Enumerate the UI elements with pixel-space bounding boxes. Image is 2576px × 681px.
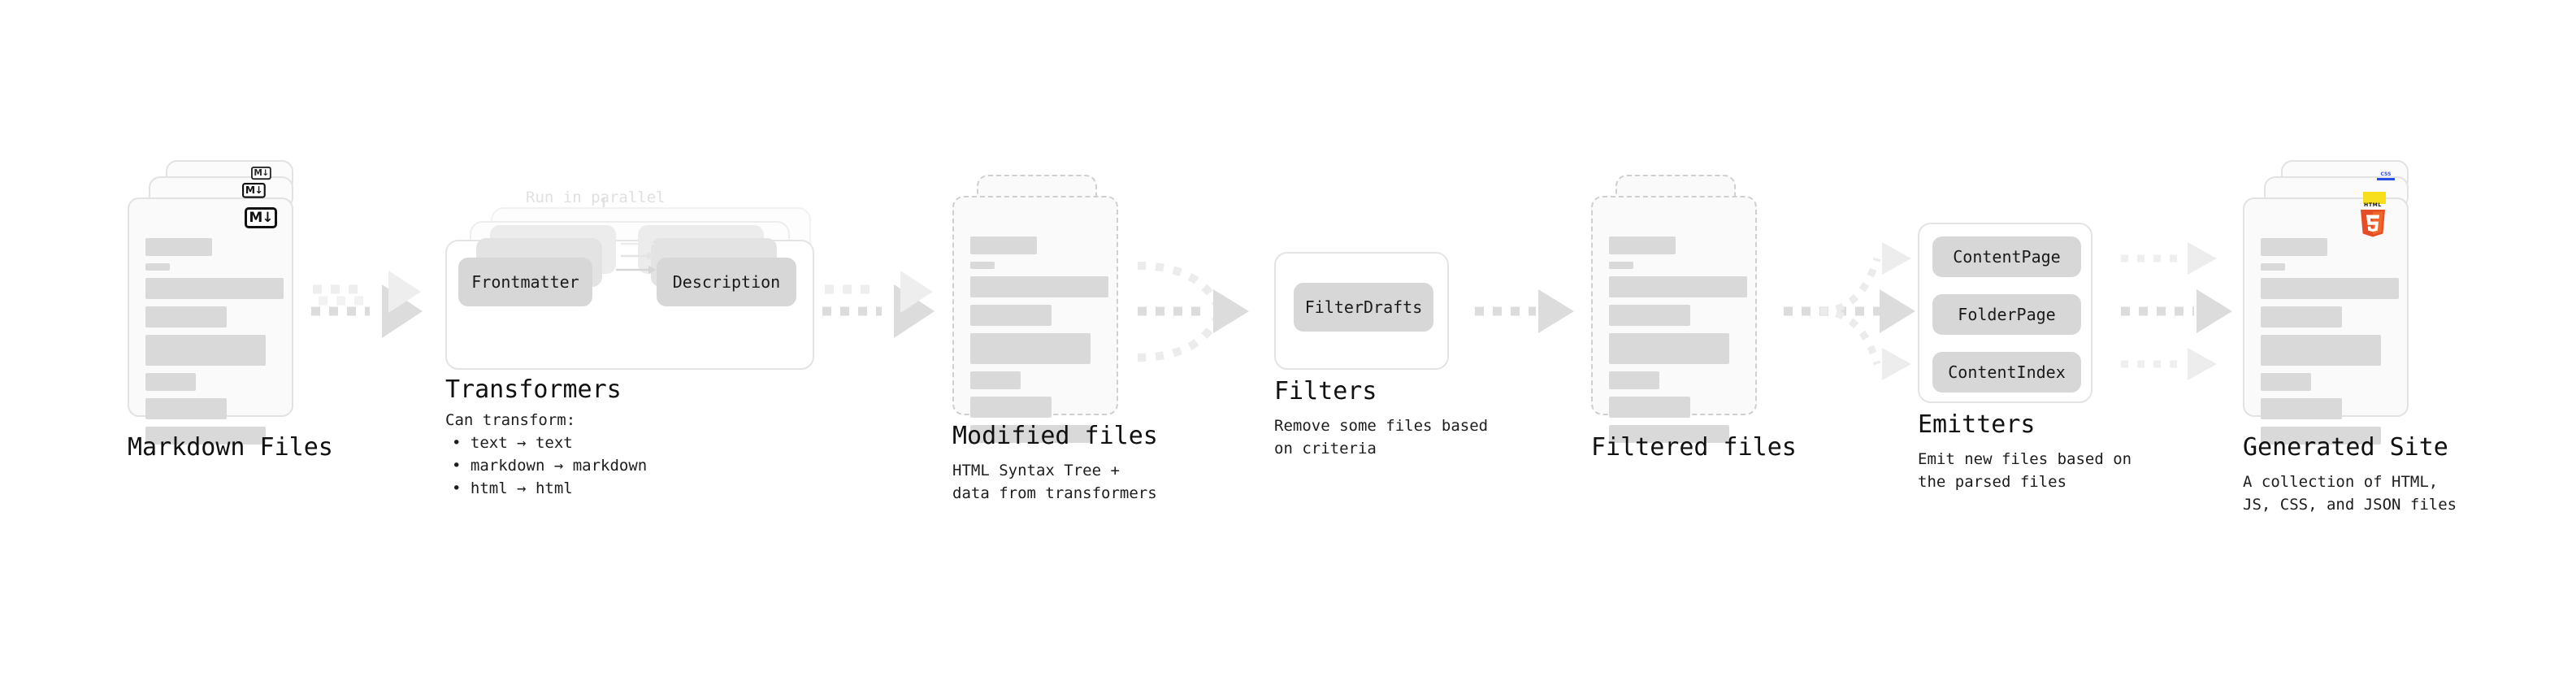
modified-files-description: HTML Syntax Tree + data from transformer… xyxy=(952,462,1157,502)
site-sheet-front xyxy=(2243,197,2409,445)
svg-text:HTML: HTML xyxy=(2364,202,2382,208)
chip-filterdrafts[interactable]: FilterDrafts xyxy=(1294,283,1433,332)
emitters-description: Emit new files based on the parsed files xyxy=(1918,450,2132,491)
html5-icon: HTML xyxy=(2357,201,2389,238)
modified-sheet-front xyxy=(952,196,1118,443)
markdown-icon-mid: M↓ xyxy=(242,183,266,198)
markdown-sheet-front xyxy=(128,197,293,445)
stage-title-filters: Filters xyxy=(1274,377,1377,406)
generated-site-description: A collection of HTML, JS, CSS, and JSON … xyxy=(2243,473,2457,514)
connector-emitters-to-site xyxy=(2121,242,2232,380)
site-card-bars xyxy=(2261,238,2399,452)
connector-filtered-to-emitters xyxy=(1784,242,1915,380)
transformers-description: Can transform: xyxy=(445,411,576,429)
transformer-bullet-0: • text → text xyxy=(452,434,573,452)
chip-contentindex[interactable]: ContentIndex xyxy=(1932,352,2081,393)
chip-frontmatter[interactable]: Frontmatter xyxy=(458,258,592,306)
transformers-box: Frontmatter Frontmatter Frontmatter Desc… xyxy=(445,225,814,370)
stage-title-filtered-files: Filtered files xyxy=(1591,433,1797,462)
connector-transformers-to-modified xyxy=(822,271,935,338)
connector-modified-to-filters xyxy=(1137,262,1249,362)
transformer-internal-arrows xyxy=(616,240,657,274)
markdown-icon-front: M↓ xyxy=(245,207,277,228)
connector-markdown-to-transformers xyxy=(311,271,423,338)
filtered-sheet-front xyxy=(1591,196,1757,443)
filters-description: Remove some files based on criteria xyxy=(1274,417,1489,458)
emitters-box: ContentPage FolderPage ContentIndex xyxy=(1918,223,2092,403)
stage-title-markdown-files: Markdown Files xyxy=(128,433,333,462)
transformer-bullet-2: • html → html xyxy=(452,479,573,497)
css3-icon: CSS xyxy=(2377,171,2395,181)
run-in-parallel-label: Run in parallel xyxy=(526,189,666,206)
chip-description[interactable]: Description xyxy=(657,258,796,306)
stage-title-generated-site: Generated Site xyxy=(2243,433,2448,462)
chip-contentpage[interactable]: ContentPage xyxy=(1932,236,2081,277)
stage-title-modified-files: Modified files xyxy=(952,422,1158,450)
stage-title-transformers: Transformers xyxy=(445,375,622,404)
connector-filters-to-filtered xyxy=(1475,289,1574,333)
transformer-bullet-1: • markdown → markdown xyxy=(452,457,648,475)
filters-box: FilterDrafts xyxy=(1274,252,1449,370)
chip-folderpage[interactable]: FolderPage xyxy=(1932,294,2081,335)
markdown-card-bars xyxy=(145,238,284,452)
stage-title-emitters: Emitters xyxy=(1918,410,2036,439)
markdown-icon-back: M↓ xyxy=(251,167,271,180)
js-icon xyxy=(2363,192,2386,204)
filtered-card-bars xyxy=(1609,236,1747,450)
modified-card-bars xyxy=(970,236,1108,450)
transformers-bullets: • text → text • markdown → markdown • ht… xyxy=(452,432,647,500)
